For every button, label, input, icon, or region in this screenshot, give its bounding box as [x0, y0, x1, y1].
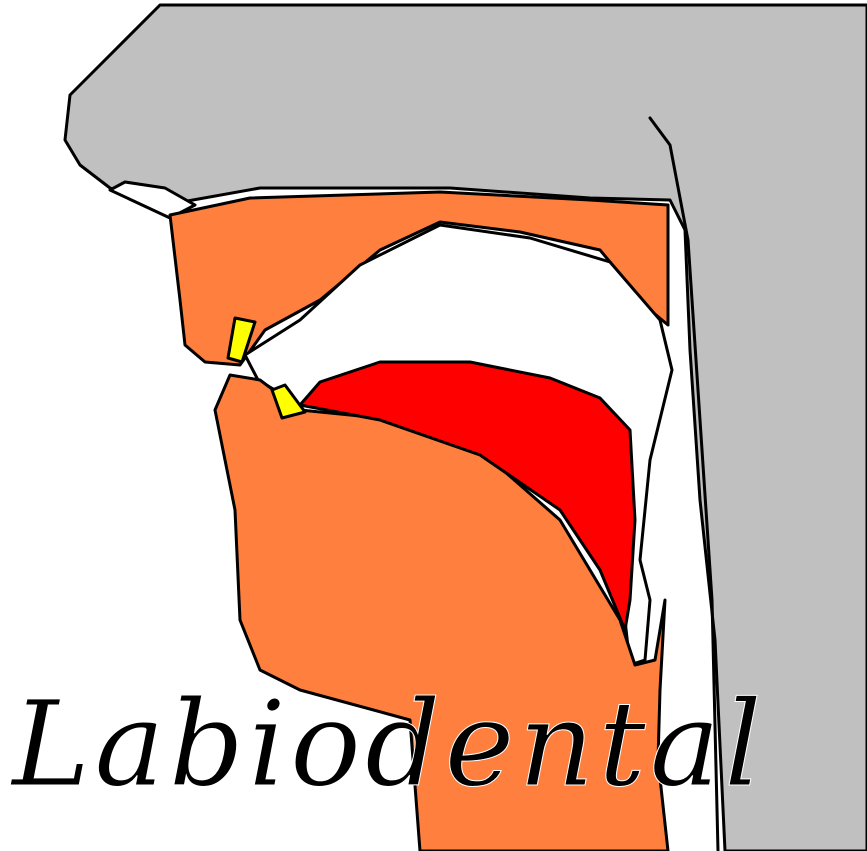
- diagram-title: Labiodental: [10, 675, 766, 813]
